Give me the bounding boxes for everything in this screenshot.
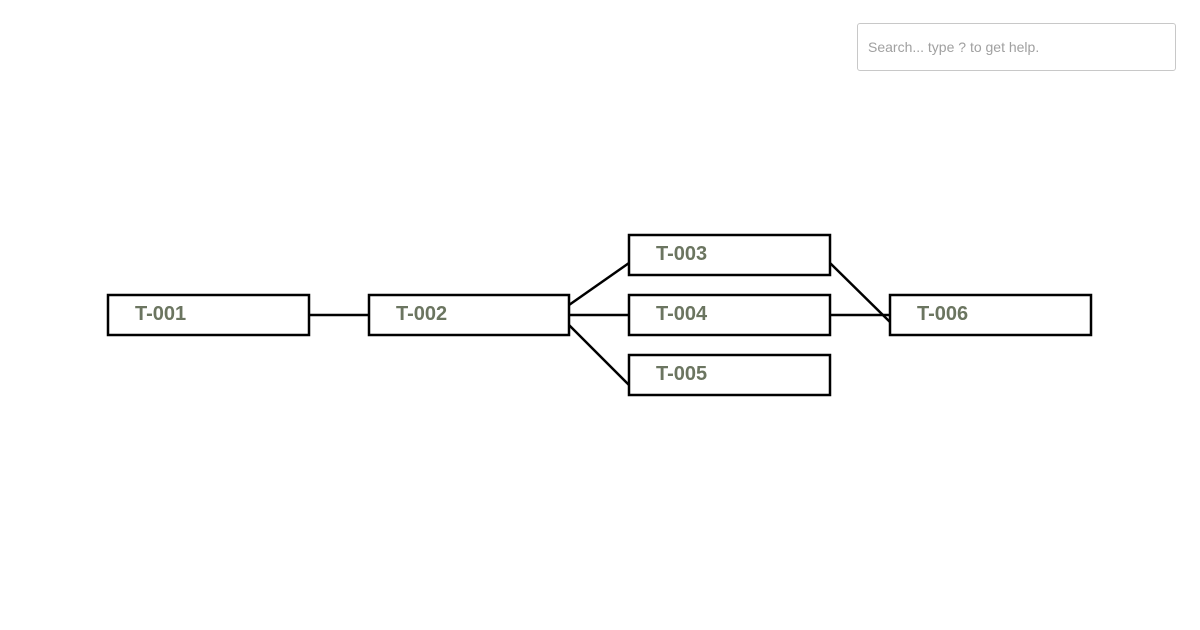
node-label: T-001 (135, 303, 186, 325)
node-box (367, 293, 571, 337)
node-t-002[interactable]: T-002 (367, 293, 571, 337)
node-box (106, 293, 311, 337)
node-box (888, 293, 1093, 337)
edge-t003-t006 (829, 262, 891, 323)
search-input[interactable] (858, 24, 1175, 70)
node-t-004[interactable]: T-004 (627, 293, 832, 337)
node-box (627, 353, 832, 397)
node-t-005[interactable]: T-005 (627, 353, 832, 397)
node-t-001[interactable]: T-001 (106, 293, 311, 337)
search-box (857, 23, 1176, 71)
node-label: T-004 (656, 303, 708, 325)
node-t-006[interactable]: T-006 (888, 293, 1093, 337)
node-box (627, 233, 832, 277)
node-label: T-005 (656, 363, 707, 385)
node-label: T-006 (917, 303, 968, 325)
node-t-003[interactable]: T-003 (627, 233, 832, 277)
node-label: T-003 (656, 243, 707, 265)
edge-t002-t005 (568, 324, 630, 386)
node-label: T-002 (396, 303, 447, 325)
node-box (627, 293, 832, 337)
edge-t002-t003 (568, 261, 630, 307)
